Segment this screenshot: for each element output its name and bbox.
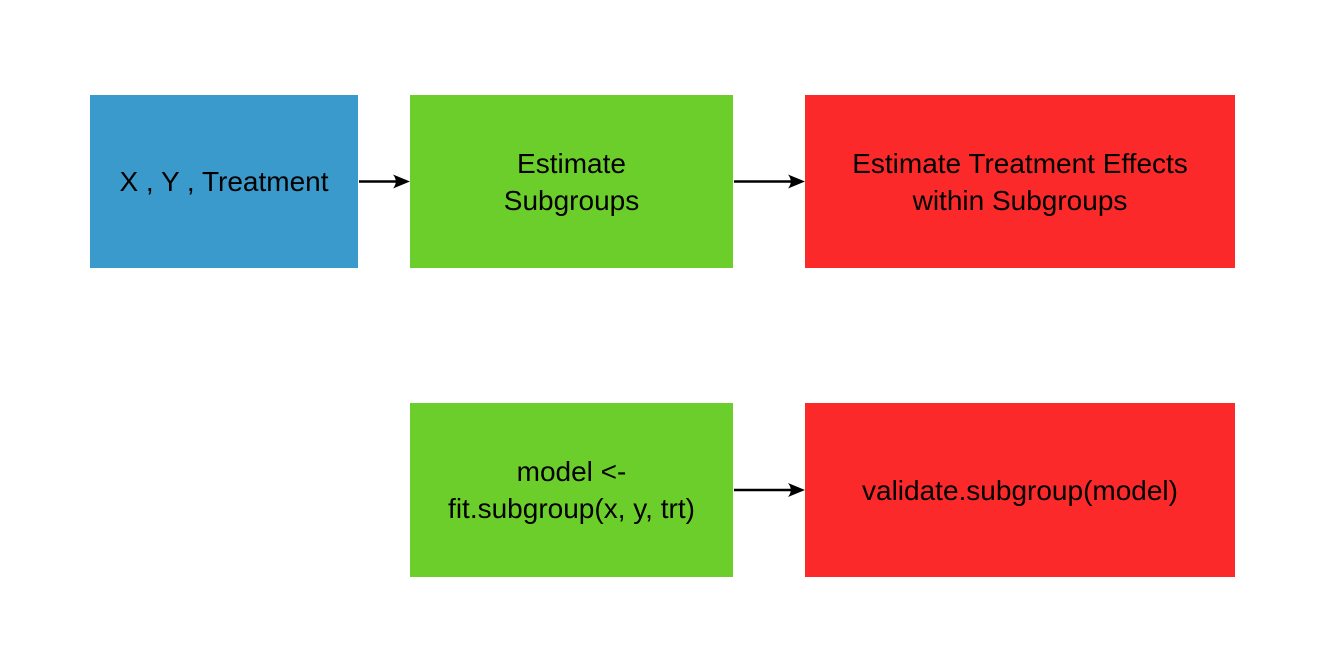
node-label: within Subgroups	[912, 184, 1128, 216]
node-validate-subgroup-code: validate.subgroup(model)	[805, 403, 1235, 577]
node-estimate-treatment-effects: Estimate Treatment Effects within Subgro…	[805, 95, 1235, 268]
node-estimate-subgroups: Estimate Subgroups	[410, 95, 733, 268]
node-label: model <-	[516, 456, 627, 487]
node-label: X , Y , Treatment	[119, 166, 329, 197]
node-label: validate.subgroup(model)	[862, 474, 1178, 506]
arrow-estimate-to-effects	[734, 174, 805, 189]
arrow-input-to-estimate	[359, 174, 410, 189]
node-label: Estimate	[517, 147, 626, 179]
node-label: Subgroups	[503, 184, 640, 216]
arrow-fit-to-validate	[734, 483, 805, 497]
node-input-data: X , Y , Treatment	[90, 95, 358, 268]
node-label: fit.subgroup(x, y, trt)	[448, 493, 695, 524]
node-fit-subgroup-code: model <- fit.subgroup(x, y, trt)	[410, 403, 733, 577]
node-label: Estimate Treatment Effects	[852, 147, 1188, 179]
